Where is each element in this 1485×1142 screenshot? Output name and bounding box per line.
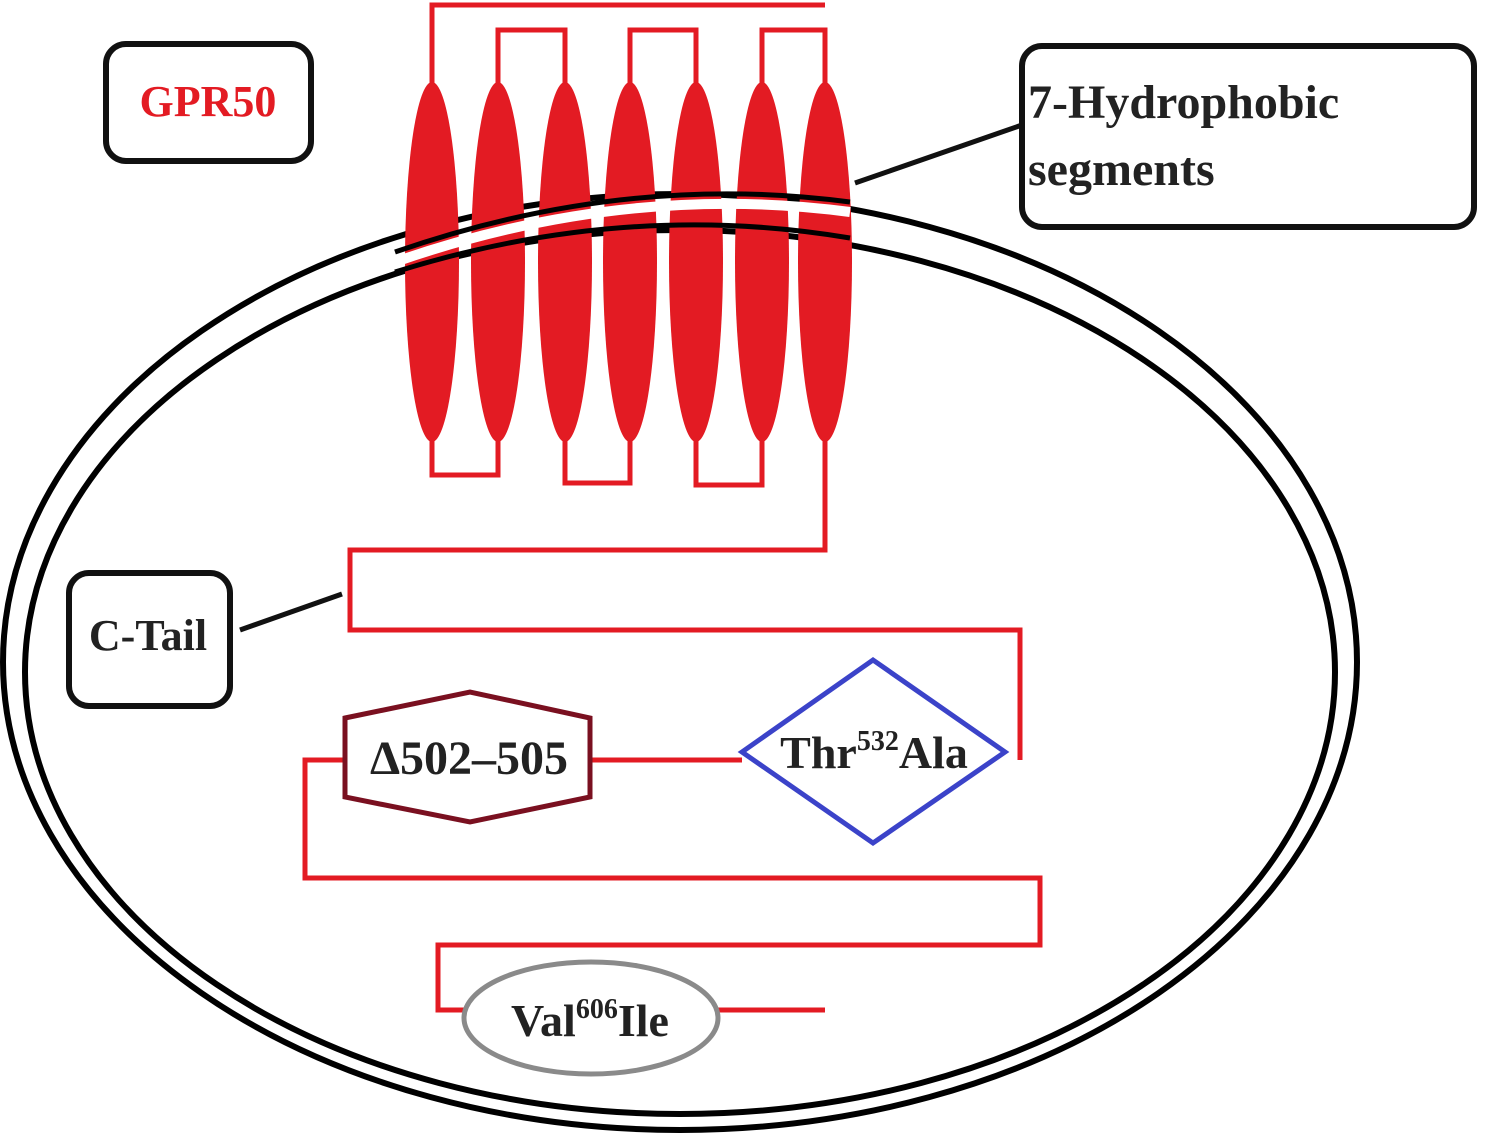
val-ellipse [461, 959, 721, 1077]
intracellular-loop-2 [562, 425, 633, 486]
thr-label-prefix: Thr [780, 727, 857, 778]
val-label-suffix: Ile [618, 995, 669, 1046]
gpr50-box: GPR50 [103, 41, 314, 164]
thr-label: Thr532Ala [780, 726, 968, 778]
hydrophobic-label-line2: segments [1028, 143, 1215, 196]
val-label-prefix: Val [511, 995, 576, 1046]
segment-3 [538, 82, 592, 442]
n-terminus [429, 2, 825, 95]
val-variant: Val606Ile [461, 959, 721, 1077]
deletion-label: Δ502–505 [370, 732, 568, 785]
segment-6 [735, 82, 789, 442]
segment-5 [669, 82, 723, 442]
val-label: Val606Ile [511, 994, 669, 1046]
extracellular-loop-1 [495, 27, 568, 95]
segment-2 [471, 82, 525, 442]
receptor-chain [302, 2, 1043, 1013]
hydrophobic-box-frame [1019, 43, 1477, 230]
hydrophobic-leader-line [854, 122, 1023, 186]
deletion-variant: Δ502–505 [342, 689, 593, 825]
thr-diamond [737, 656, 1010, 847]
extracellular-loop-2 [627, 27, 699, 95]
hydrophobic-segments [405, 82, 852, 442]
c-tail-box-frame [66, 570, 233, 709]
extracellular-loop-3 [759, 27, 828, 95]
segment-4 [603, 82, 657, 442]
intracellular-loop-3 [693, 425, 765, 488]
c-tail-callout: C-Tail [66, 570, 343, 709]
val-label-superscript: 606 [576, 994, 618, 1025]
thr-label-suffix: Ala [899, 727, 968, 778]
segment-7 [798, 82, 852, 442]
hydrophobic-label-line1: 7-Hydrophobic [1028, 76, 1339, 129]
membrane-gap [393, 198, 851, 267]
deletion-hexagon [342, 689, 593, 825]
gpr50-box-frame [103, 41, 314, 164]
thr-label-superscript: 532 [857, 726, 899, 757]
gpr50-title: GPR50 [140, 77, 277, 126]
thr-variant: Thr532Ala [737, 656, 1010, 847]
membrane-overlay [393, 191, 851, 275]
c-tail-path [347, 425, 1023, 760]
membrane-line-upper [394, 191, 851, 255]
intracellular-loop-1 [429, 425, 501, 478]
membrane-line-lower [394, 222, 851, 275]
c-tail-leader-line [239, 591, 343, 633]
c-tail-label: C-Tail [89, 611, 207, 660]
hydrophobic-callout: 7-Hydrophobic segments [854, 43, 1477, 230]
c-tail-link-hexagon-loop [302, 757, 1043, 1013]
